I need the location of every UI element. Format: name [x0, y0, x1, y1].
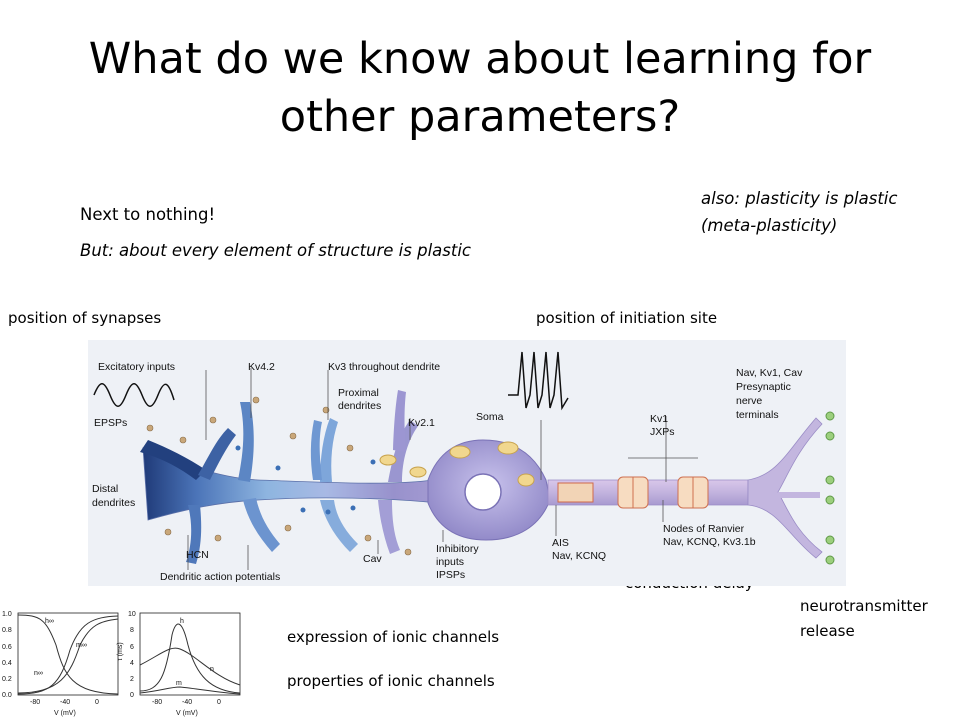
label-kv3-throughout-dendrite: Kv3 throughout dendrite [328, 361, 440, 373]
label-nodes-channels: Nav, KCNQ, Kv3.1b [663, 536, 756, 548]
label-ais: AIS [552, 537, 569, 549]
label-epsps: EPSPs [94, 417, 127, 429]
left-xlabel: V (mV) [54, 710, 76, 717]
label-hcn: HCN [186, 549, 209, 561]
steady-state-plot: 1.0 0.8 0.6 0.4 0.2 0.0 -80 -40 0 V (mV)… [2, 611, 119, 717]
gating-plots: 1.0 0.8 0.6 0.4 0.2 0.0 -80 -40 0 V (mV)… [2, 611, 241, 717]
potassium-channel-markers [235, 445, 376, 515]
meta-plasticity-line1: also: plasticity is plastic [701, 189, 898, 208]
left-ytick-5: 0.2 [2, 676, 12, 683]
label-soma: Soma [476, 411, 504, 423]
label-nav-kv1-cav: Nav, Kv1, Cav [736, 367, 803, 379]
label-position-of-synapses: position of synapses [8, 309, 162, 327]
pointer-lines [187, 368, 698, 570]
right-ytick-5: 2 [130, 676, 134, 683]
right-ytick-1: 10 [128, 611, 136, 618]
curve-label-h: h [180, 618, 184, 625]
presynaptic-boutons [825, 411, 835, 565]
soma [379, 439, 551, 541]
label-properties-of-ionic-channels: properties of ionic channels [287, 672, 495, 690]
label-inhibitory: Inhibitory [436, 543, 479, 555]
label-cav: Cav [363, 553, 382, 565]
label-distal: Distal [92, 483, 118, 495]
answer-text: Next to nothing! [80, 205, 216, 224]
plasticity-statement: But: about every element of structure is… [80, 241, 471, 260]
neuron-diagram: Excitatory inputs Kv4.2 Kv3 throughout d… [88, 340, 846, 586]
right-xtick-1: -80 [152, 699, 162, 706]
label-terminals: terminals [736, 409, 779, 421]
label-kv1: Kv1 [650, 413, 668, 425]
label-inhibitory-inputs: inputs [436, 556, 464, 568]
label-kv2-1: Kv2.1 [408, 417, 435, 429]
label-release: release [800, 622, 855, 640]
action-potential-trace [508, 351, 569, 411]
curve-label-n: n [210, 666, 214, 673]
synaptic-markers [146, 396, 412, 556]
curve-label-n-inf: n∞ [34, 670, 43, 677]
label-ipsps: IPSPs [436, 569, 465, 581]
meta-plasticity-line2: (meta-plasticity) [701, 216, 838, 235]
label-excitatory-inputs: Excitatory inputs [98, 361, 175, 373]
label-position-of-initiation-site: position of initiation site [536, 309, 718, 327]
label-jxps: JXPs [650, 426, 675, 438]
label-nerve: nerve [736, 395, 762, 407]
right-ytick-4: 4 [130, 660, 134, 667]
label-presynaptic: Presynaptic [736, 381, 791, 393]
label-ais-channels: Nav, KCNQ [552, 550, 606, 562]
label-neurotransmitter: neurotransmitter [800, 597, 928, 615]
label-distal-dendrites: dendrites [92, 497, 135, 509]
right-ytick-2: 8 [130, 627, 134, 634]
label-proximal-dendrites: dendrites [338, 400, 381, 412]
time-constant-plot: 10 8 6 4 2 0 τ (ms) -80 -40 0 V (mV) h n… [117, 611, 241, 717]
left-xtick-1: -80 [30, 699, 40, 706]
right-xtick-3: 0 [217, 699, 221, 706]
curve-label-m: m [176, 680, 182, 687]
epsp-trace [93, 383, 175, 407]
left-ytick-6: 0.0 [2, 692, 12, 699]
left-ytick-4: 0.4 [2, 660, 12, 667]
axon [547, 417, 823, 559]
right-xlabel: V (mV) [176, 710, 198, 717]
slide-title: What do we know about learning for other… [88, 34, 872, 142]
left-ytick-1: 1.0 [2, 611, 12, 618]
label-proximal: Proximal [338, 387, 379, 399]
left-ytick-3: 0.6 [2, 644, 12, 651]
label-nodes-of-ranvier: Nodes of Ranvier [663, 523, 745, 535]
right-ylabel: τ (ms) [117, 642, 124, 661]
curve-label-m-inf: m∞ [76, 642, 87, 649]
left-ytick-2: 0.8 [2, 627, 12, 634]
label-expression-of-ionic-channels: expression of ionic channels [287, 628, 500, 646]
right-xtick-2: -40 [182, 699, 192, 706]
label-dendritic-action-potentials: Dendritic action potentials [160, 571, 280, 583]
right-ytick-6: 0 [130, 692, 134, 699]
left-xtick-3: 0 [95, 699, 99, 706]
right-ytick-3: 6 [130, 644, 134, 651]
label-kv4-2: Kv4.2 [248, 361, 275, 373]
curve-label-h-inf: h∞ [45, 618, 54, 625]
left-xtick-2: -40 [60, 699, 70, 706]
